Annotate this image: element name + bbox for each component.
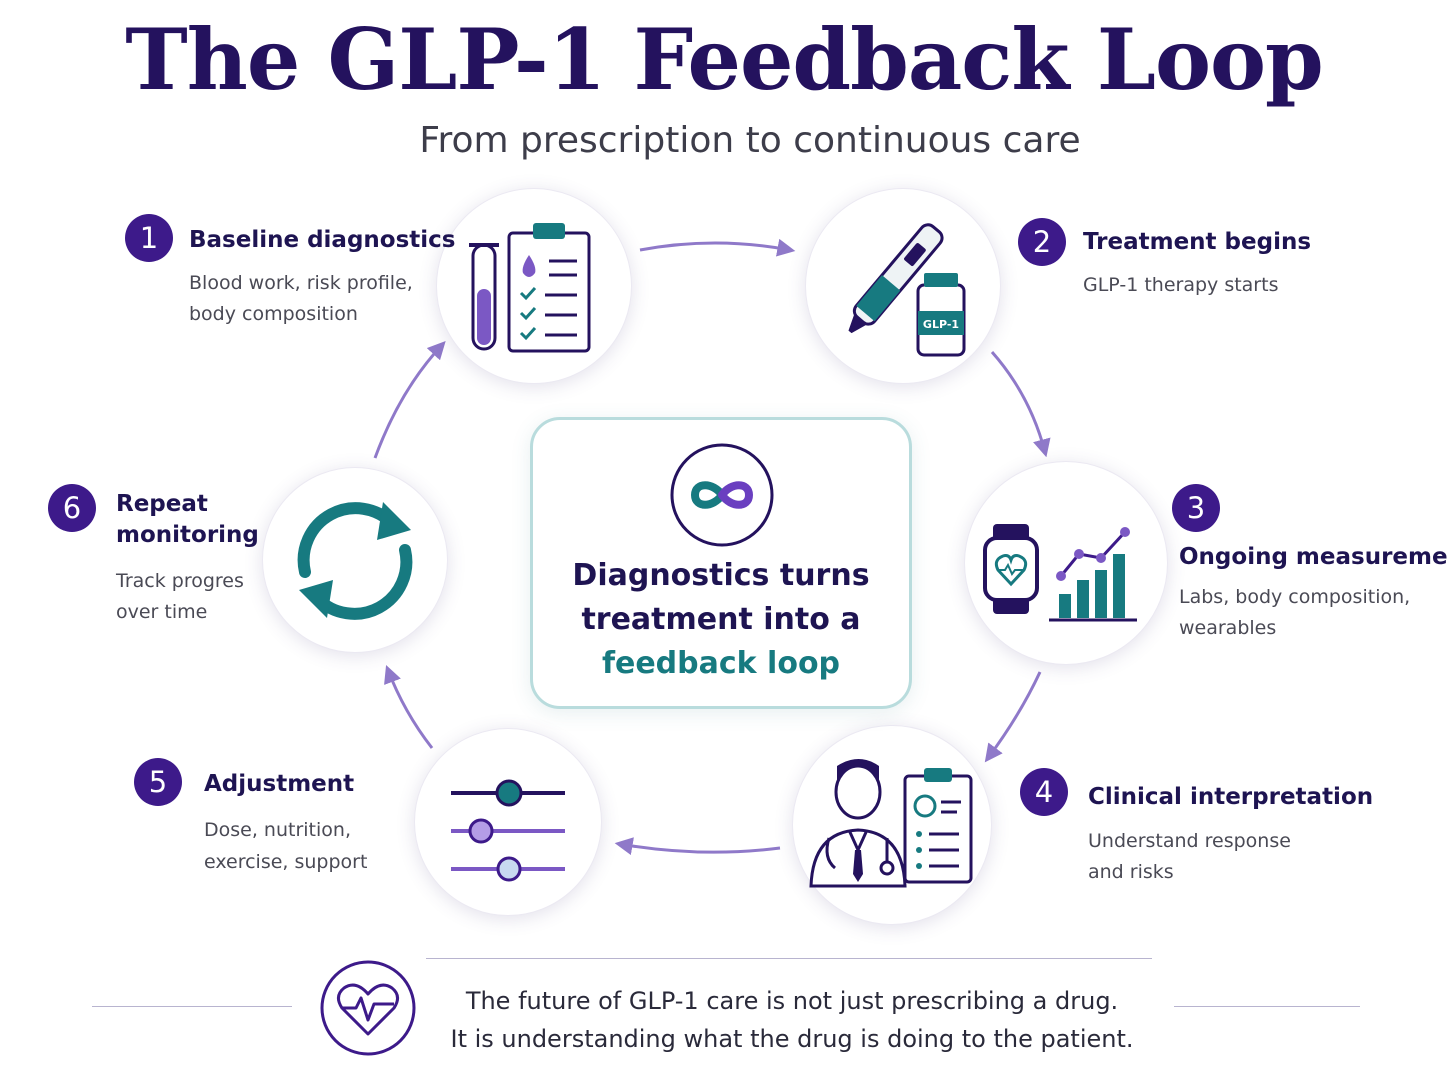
step-3-number-badge: 3 bbox=[1172, 484, 1220, 532]
arrow-5-to-6 bbox=[384, 664, 434, 749]
smartwatch-chart-icon bbox=[983, 524, 1137, 622]
step-5-title: Adjustment bbox=[204, 771, 355, 797]
step-1-icon-circle bbox=[436, 188, 632, 384]
center-message-line-1: Diagnostics turns bbox=[572, 558, 870, 593]
refresh-cycle-icon bbox=[297, 502, 413, 620]
step-3-title: Ongoing measurement bbox=[1179, 544, 1448, 570]
step-2-description-line-1: GLP-1 therapy starts bbox=[1083, 274, 1279, 296]
step-4-description-line-2: and risks bbox=[1088, 861, 1174, 883]
step-1-description-line-2: body composition bbox=[189, 303, 358, 325]
step-3-icon-circle bbox=[964, 461, 1168, 665]
step-6-description-line-1: Track progres bbox=[116, 570, 244, 592]
step-4-icon-circle bbox=[792, 725, 992, 925]
page-subtitle: From prescription to continuous care bbox=[419, 120, 1081, 161]
arrow-3-to-4 bbox=[984, 671, 1042, 763]
step-4-number-badge: 4 bbox=[1020, 768, 1068, 816]
step-4-title: Clinical interpretation bbox=[1088, 784, 1374, 810]
footer-quote-line-2: It is understanding what the drug is doi… bbox=[450, 1025, 1134, 1053]
center-message-line-2: treatment into a bbox=[581, 602, 861, 637]
step-5-description-line-1: Dose, nutrition, bbox=[204, 819, 351, 841]
step-6-description-line-2: over time bbox=[116, 601, 208, 623]
footer-quote-line-1: The future of GLP-1 care is not just pre… bbox=[465, 987, 1119, 1015]
footer-right-divider bbox=[1174, 1006, 1360, 1007]
arrow-4-to-5 bbox=[614, 837, 781, 856]
step-2-icon-circle: GLP-1 bbox=[805, 188, 1001, 384]
step-3-description-line-2: wearables bbox=[1179, 617, 1277, 639]
step-6-number-badge: 6 bbox=[48, 484, 96, 532]
step-5-number-badge: 5 bbox=[134, 758, 182, 806]
center-message-line-3: feedback loop bbox=[601, 646, 841, 681]
test-tube-clipboard-icon bbox=[469, 223, 591, 353]
step-5-icon-circle bbox=[414, 728, 602, 916]
vial-label: GLP-1 bbox=[923, 318, 959, 331]
step-1-number-badge: 1 bbox=[125, 214, 173, 262]
step-1-description-line-1: Blood work, risk profile, bbox=[189, 272, 413, 294]
step-6-title-line-2: monitoring bbox=[116, 522, 259, 548]
center-message-card: Diagnostics turns treatment into a feedb… bbox=[530, 417, 912, 709]
step-1-title: Baseline diagnostics bbox=[189, 227, 456, 253]
footer-left-divider bbox=[92, 1006, 292, 1007]
step-2-number-badge: 2 bbox=[1018, 218, 1066, 266]
step-3-description-line-1: Labs, body composition, bbox=[1179, 586, 1411, 608]
page-title: The GLP-1 Feedback Loop bbox=[125, 10, 1323, 109]
doctor-report-icon bbox=[809, 759, 973, 888]
infinity-icon bbox=[670, 443, 774, 547]
step-2-title: Treatment begins bbox=[1083, 229, 1312, 255]
footer-quote: The future of GLP-1 care is not just pre… bbox=[432, 982, 1152, 1058]
step-4-description-line-1: Understand response bbox=[1088, 830, 1291, 852]
step-6-title-line-1: Repeat bbox=[116, 491, 208, 517]
step-6-icon-circle bbox=[262, 467, 448, 653]
injection-pen-vial-icon: GLP-1 bbox=[848, 223, 966, 357]
footer-top-divider bbox=[426, 958, 1152, 959]
sliders-icon bbox=[451, 779, 565, 882]
arrow-2-to-3 bbox=[990, 351, 1051, 458]
arrow-6-to-1 bbox=[373, 341, 446, 459]
step-5-description-line-2: exercise, support bbox=[204, 851, 368, 873]
arrow-1-to-2 bbox=[639, 238, 796, 257]
heart-pulse-icon bbox=[320, 960, 416, 1056]
center-message: Diagnostics turns treatment into a feedb… bbox=[533, 554, 909, 686]
